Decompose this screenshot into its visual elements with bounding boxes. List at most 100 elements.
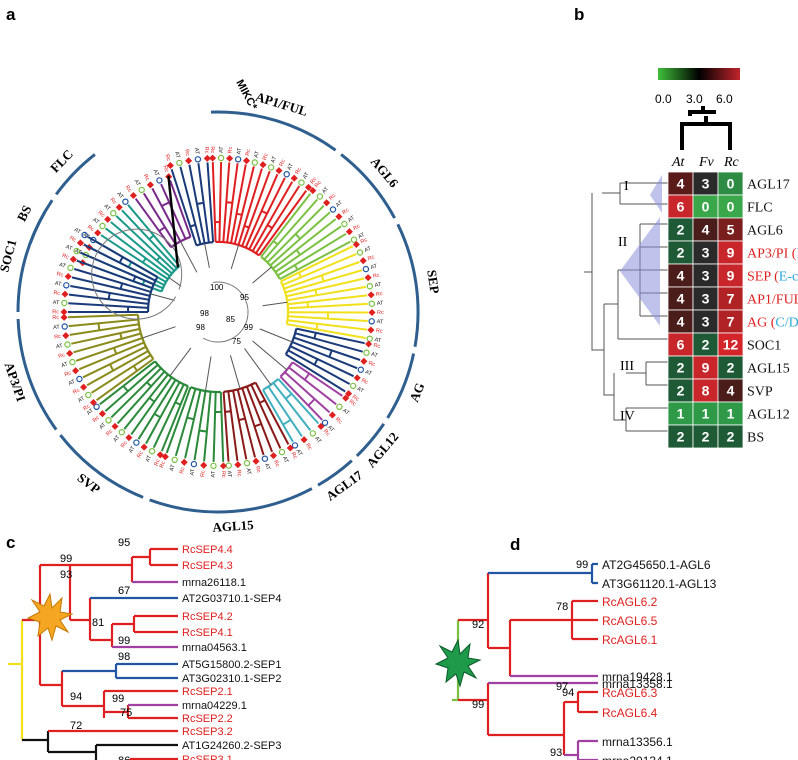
clade-arc — [340, 153, 396, 219]
svg-text:Rc: Rc — [92, 415, 101, 424]
tip-label: RcAGL6.4 — [602, 706, 658, 720]
svg-text:Rc: Rc — [377, 310, 384, 316]
svg-text:AT: AT — [245, 468, 252, 476]
clade-arc — [317, 459, 353, 487]
svg-text:AT: AT — [356, 386, 365, 395]
svg-text:Rc: Rc — [105, 428, 114, 437]
color-scale-tick: 3.0 — [686, 92, 703, 106]
bootstrap-value: 95 — [240, 293, 249, 302]
heatmap-cell-value: 0 — [702, 199, 710, 215]
heatmap-cell-value: 3 — [702, 245, 710, 261]
svg-text:AT: AT — [86, 408, 95, 417]
duplication-burst-icon — [26, 592, 74, 642]
heatmap-cell-value: 12 — [723, 337, 739, 353]
svg-text:Rc: Rc — [351, 394, 360, 403]
bootstrap-value: 99 — [60, 553, 72, 565]
panel-letter-b: b — [574, 5, 584, 24]
heatmap-cell-value: 7 — [727, 314, 735, 330]
heatmap-cell-value: 2 — [677, 222, 685, 238]
svg-text:Rc: Rc — [53, 290, 61, 297]
svg-text:Rc: Rc — [161, 165, 169, 174]
svg-text:Rc: Rc — [52, 315, 59, 321]
sep-tip-labels: RcSEP4.4RcSEP4.3mrna26118.1AT2G03710.1-S… — [182, 544, 281, 760]
clade-arc — [54, 153, 96, 196]
heatmap-cell-value: 2 — [677, 360, 685, 376]
svg-text:AT: AT — [190, 468, 197, 476]
svg-text:AT: AT — [364, 245, 373, 253]
duplication-burst-icon — [434, 638, 482, 688]
svg-text:AT: AT — [68, 379, 77, 388]
svg-text:AT: AT — [370, 263, 379, 271]
svg-text:Rc: Rc — [367, 254, 376, 262]
svg-text:AT: AT — [61, 361, 70, 369]
color-scale-tick: 6.0 — [716, 92, 733, 106]
svg-text:AT: AT — [193, 147, 200, 155]
svg-text:AT: AT — [270, 155, 278, 164]
svg-text:Rc: Rc — [314, 180, 323, 189]
heatmap-cell-value: 3 — [702, 291, 710, 307]
svg-text:Rc: Rc — [367, 360, 376, 368]
bootstrap-value: 98 — [118, 651, 130, 663]
svg-text:Rc: Rc — [227, 146, 234, 153]
svg-text:AT: AT — [211, 470, 217, 477]
tip-label: mrna13358.1 — [602, 677, 673, 691]
clade-label: AG — [406, 380, 427, 404]
svg-text:Rc: Rc — [245, 148, 252, 156]
svg-text:AT: AT — [82, 232, 91, 241]
svg-text:AT: AT — [65, 244, 74, 252]
heatmap-row-name: AP1/FUL (A-class) — [747, 293, 798, 308]
svg-text:AT: AT — [98, 422, 107, 431]
svg-text:Rc: Rc — [235, 469, 242, 477]
bootstrap-value: 98 — [196, 323, 205, 332]
circular-tree: RcATRcATRcATRcATRcATRcATRcATRcRcATRcATRc… — [52, 146, 384, 478]
svg-text:AT: AT — [341, 408, 350, 417]
panel-b: b 0.0 3.0 6.0 At Fv Rc — [574, 5, 798, 449]
tip-label: RcAGL6.2 — [602, 595, 658, 609]
svg-text:AT: AT — [77, 395, 86, 404]
svg-text:Rc: Rc — [290, 451, 299, 460]
svg-text:Rc: Rc — [309, 176, 318, 185]
svg-text:Rc: Rc — [272, 459, 280, 468]
bootstrap-value: 92 — [472, 619, 484, 631]
bootstrap-value: 99 — [112, 693, 124, 705]
tip-label: AT2G45650.1-AGL6 — [602, 558, 711, 572]
svg-text:Rc: Rc — [86, 224, 95, 233]
clade-arc — [16, 318, 58, 431]
svg-text:Rc: Rc — [360, 237, 369, 245]
clade-label: IV — [620, 409, 635, 424]
heatmap-cell-value: 1 — [702, 406, 710, 422]
heatmap-row-name: AGL12 — [747, 408, 790, 423]
panel-letter-a: a — [6, 5, 16, 24]
tip-label: RcSEP3.2 — [182, 726, 233, 738]
svg-text:AT: AT — [219, 146, 225, 153]
svg-text:Rc: Rc — [64, 370, 73, 378]
clade-label: III — [620, 359, 634, 374]
svg-text:Rc: Rc — [279, 159, 287, 168]
panel-a: a BSFLCAP1/FULAGL6SEPAGAGL12AGL17AGL15SV… — [0, 5, 442, 535]
svg-text:AT: AT — [102, 203, 111, 212]
svg-text:Rc: Rc — [183, 149, 190, 157]
svg-text:Rc: Rc — [304, 442, 313, 451]
bootstrap-value: 78 — [556, 601, 568, 613]
heatmap-cell — [717, 424, 744, 449]
svg-text:AT: AT — [226, 470, 232, 478]
svg-text:Rc: Rc — [220, 471, 226, 478]
heatmap-cell-value: 0 — [727, 176, 735, 192]
tip-label: RcSEP2.2 — [182, 713, 233, 725]
heatmap-cell-value: 3 — [702, 268, 710, 284]
heatmap-cell-value: 9 — [702, 360, 710, 376]
svg-text:AT: AT — [364, 369, 373, 377]
svg-text:AT: AT — [115, 191, 124, 200]
clade-label: AGL12 — [363, 429, 401, 470]
heatmap-cell-value: 2 — [727, 360, 735, 376]
heatmap-cell-value: 4 — [677, 314, 685, 330]
svg-text:Rc: Rc — [334, 417, 343, 426]
svg-text:AT: AT — [236, 147, 243, 155]
svg-text:AT: AT — [370, 352, 379, 360]
clade-arc — [396, 223, 420, 347]
svg-text:Rc: Rc — [203, 147, 209, 154]
bootstrap-value: 85 — [226, 315, 235, 324]
svg-text:AT: AT — [54, 281, 62, 288]
